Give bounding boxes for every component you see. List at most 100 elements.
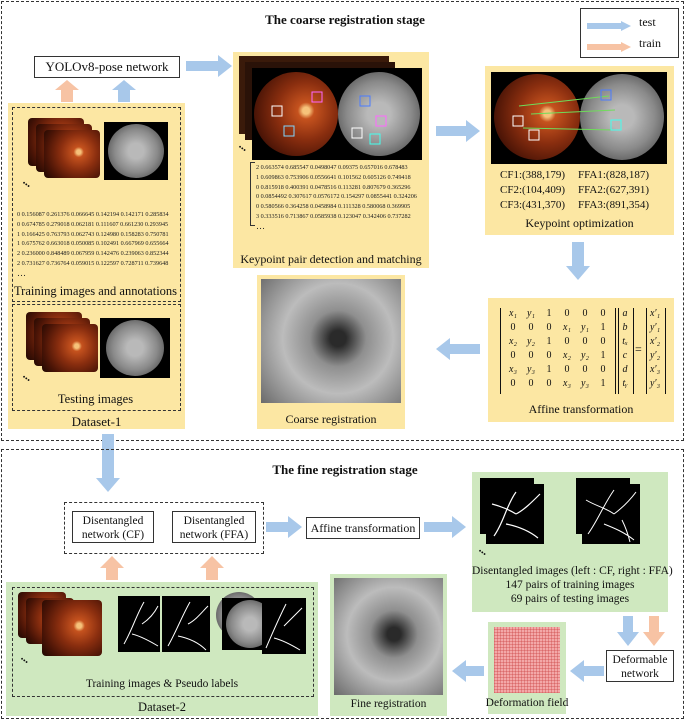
detection-line: 0 0.0854492 0.307617 0.0576172 0.154297 … xyxy=(256,193,417,201)
matrix-cell: 0 xyxy=(564,336,570,347)
detection-line: 1 0.609863 0.753906 0.0556641 0.101562 0… xyxy=(256,173,411,181)
rhs-value: x′₂ xyxy=(649,336,661,347)
test-arrow-icon xyxy=(186,55,232,77)
test-arrow-icon xyxy=(436,120,480,142)
dataset2-cf-front xyxy=(42,600,102,656)
test-arrow-icon xyxy=(570,660,604,682)
detection-ffa-fundus xyxy=(338,72,420,156)
pseudo-label-vessels xyxy=(123,601,209,651)
testing-images-group xyxy=(12,304,181,411)
matrix-cell: 0 xyxy=(582,364,588,375)
disentangled-network-cf-box: Disentangled network (CF) xyxy=(72,511,154,543)
rhs-vector: x′₁ y′₁ x′₂ y′₂ x′₃ y′₃ xyxy=(646,308,664,392)
matrix-A-bracket xyxy=(500,308,616,394)
disentangled-network-cf-label: Disentangled network (CF) xyxy=(81,515,145,541)
fine-registration-image xyxy=(334,578,443,695)
disentangled-caption-1: Disentangled images (left : CF, right : … xyxy=(472,565,673,577)
dataset2-caption: Training images & Pseudo labels xyxy=(85,678,239,690)
fine-affine-label: Affine transformation xyxy=(310,521,416,535)
disentangled-network-ffa-label: Disentangled network (FFA) xyxy=(179,515,249,541)
matrix-cell: 1 xyxy=(546,364,552,375)
train-arrow-icon xyxy=(55,80,79,102)
rhs-value: y′₂ xyxy=(649,350,661,361)
training-ffa-image xyxy=(108,124,164,178)
affine-panel xyxy=(488,298,674,422)
matrix-cell: 0 xyxy=(600,336,606,347)
cf-keypoint: CF2:(104,409) xyxy=(500,184,566,196)
stage-connector xyxy=(96,434,120,492)
matrix-cell: 0 xyxy=(546,378,552,389)
coarse-stage-title: The coarse registration stage xyxy=(265,12,425,27)
disentangled-network-ffa-box: Disentangled network (FFA) xyxy=(172,511,256,543)
matrix-cell: 0 xyxy=(510,350,516,361)
detection-caption: Keypoint pair detection and matching xyxy=(240,252,422,266)
keypoint-pair: CF2:(104,409) FFA2:(627,391) xyxy=(500,183,649,198)
deformation-field-image xyxy=(494,627,560,693)
test-arrow-icon xyxy=(566,242,590,280)
deformable-network-box: Deformable network xyxy=(606,650,674,682)
param: tᵧ xyxy=(622,378,628,389)
keypoint-list: CF1:(388,179)FFA1:(828,187) CF2:(104,409… xyxy=(500,168,649,213)
annotation-line: 0 0.156087 0.261376 0.066645 0.142194 0.… xyxy=(17,211,169,218)
test-arrow-icon xyxy=(266,516,302,538)
test-arrow-icon xyxy=(617,616,639,646)
optimization-ffa-fundus xyxy=(580,74,664,160)
params-vector: a b tₓ c d tᵧ xyxy=(618,308,632,392)
testing-cf-image xyxy=(42,324,98,372)
train-arrow-icon xyxy=(200,556,224,580)
matrix-cell: 1 xyxy=(600,378,606,389)
annotation-text: 0 0.156087 0.261376 0.066645 0.142194 0.… xyxy=(17,210,169,279)
ffa-keypoint: FFA1:(828,187) xyxy=(578,169,649,181)
dataset1-label: Dataset-1 xyxy=(71,414,122,429)
coarse-stage-frame xyxy=(1,1,684,441)
train-arrow-icon xyxy=(587,39,631,52)
matrix-cell: 1 xyxy=(546,308,552,319)
rhs-value: y′₁ xyxy=(649,322,661,333)
matrix-cell: 1 xyxy=(600,350,606,361)
detection-line: 2 0.663574 0.685547 0.0498047 0.09375 0.… xyxy=(256,164,408,171)
optimization-cf-fundus xyxy=(494,74,580,160)
matrix-cell: 0 xyxy=(564,364,570,375)
param: a xyxy=(622,308,628,319)
train-arrow-icon xyxy=(643,616,665,646)
matrix-cell: y₃ xyxy=(527,364,535,375)
detection-line: 0 0.815918 0.400391 0.0478516 0.113281 0… xyxy=(256,183,411,191)
rhs-value: x′₁ xyxy=(649,308,661,319)
matrix-cell: x₃ xyxy=(509,364,517,375)
detection-cf-fundus xyxy=(254,72,338,156)
matrix-cell: x₁ xyxy=(563,322,571,333)
test-arrow-icon xyxy=(96,434,120,492)
matrix-cell: 0 xyxy=(600,308,606,319)
matrix-cell: 0 xyxy=(546,350,552,361)
yolov8-pose-network-label: YOLOv8-pose network xyxy=(45,59,169,74)
matrix-cell: 0 xyxy=(546,322,552,333)
disentangled-caption-3: 69 pairs of testing images xyxy=(510,593,630,605)
test-arrow-icon xyxy=(587,18,631,31)
annotation-line: 1 0.166425 0.763793 0.062743 0.124980 0.… xyxy=(17,230,169,238)
testing-ffa-image xyxy=(106,320,164,376)
fine-affine-box: Affine transformation xyxy=(306,517,420,539)
ffa-keypoint: FFA2:(627,391) xyxy=(578,184,649,196)
matrix-cell: 0 xyxy=(582,308,588,319)
ffa-keypoint: FFA3:(891,354) xyxy=(578,199,649,211)
keypoint-pair: CF1:(388,179)FFA1:(828,187) xyxy=(500,168,649,183)
disentangled-networks-group xyxy=(64,502,264,554)
vessel-pattern-cf xyxy=(491,491,541,539)
test-arrow-icon xyxy=(436,338,480,360)
affine-caption: Affine transformation xyxy=(528,402,634,416)
training-annotations-caption: Training images and annotations xyxy=(13,284,178,298)
keypoint-boxes-overlay xyxy=(271,91,387,145)
matrix-cell: 0 xyxy=(564,308,570,319)
param: tₓ xyxy=(622,336,628,347)
matrix-cell: 0 xyxy=(528,378,534,389)
matrix-cell: y₂ xyxy=(527,336,535,347)
matrix-cell: 0 xyxy=(510,322,516,333)
test-arrow-icon xyxy=(424,516,466,538)
params-bracket xyxy=(618,308,634,394)
